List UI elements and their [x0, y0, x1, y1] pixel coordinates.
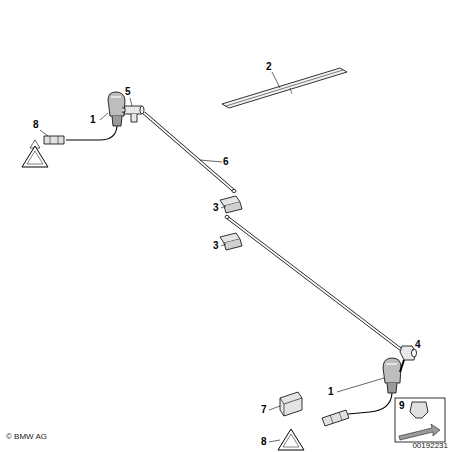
elbow-connector	[400, 346, 417, 360]
callout-number: 3	[213, 203, 219, 213]
callout-number: 8	[33, 120, 39, 130]
callout-number: 9	[399, 401, 405, 411]
callout-number: 7	[261, 405, 267, 415]
callout-number: 2	[266, 62, 272, 72]
callout-number: 3	[213, 241, 219, 251]
hose-clip	[220, 196, 242, 250]
heater-connector	[322, 410, 349, 426]
retaining-clip	[280, 392, 302, 416]
cover-strip	[222, 68, 347, 108]
leader-lines	[40, 72, 414, 442]
washer-hose	[144, 113, 403, 351]
callout-number: 4	[415, 340, 421, 350]
t-piece	[124, 106, 144, 122]
callout-number: 1	[90, 115, 96, 125]
washer-nozzle	[66, 92, 125, 140]
callout-number: 1	[328, 387, 334, 397]
footer-text: 00192231	[412, 442, 448, 450]
footer-text: © BMW AG	[6, 433, 47, 441]
callout-number: 6	[223, 157, 229, 167]
detail-box	[395, 398, 445, 442]
warning-triangle	[22, 146, 48, 167]
callout-number: 5	[125, 87, 131, 97]
callout-number: 8	[261, 437, 267, 447]
warning-triangle	[278, 429, 304, 450]
